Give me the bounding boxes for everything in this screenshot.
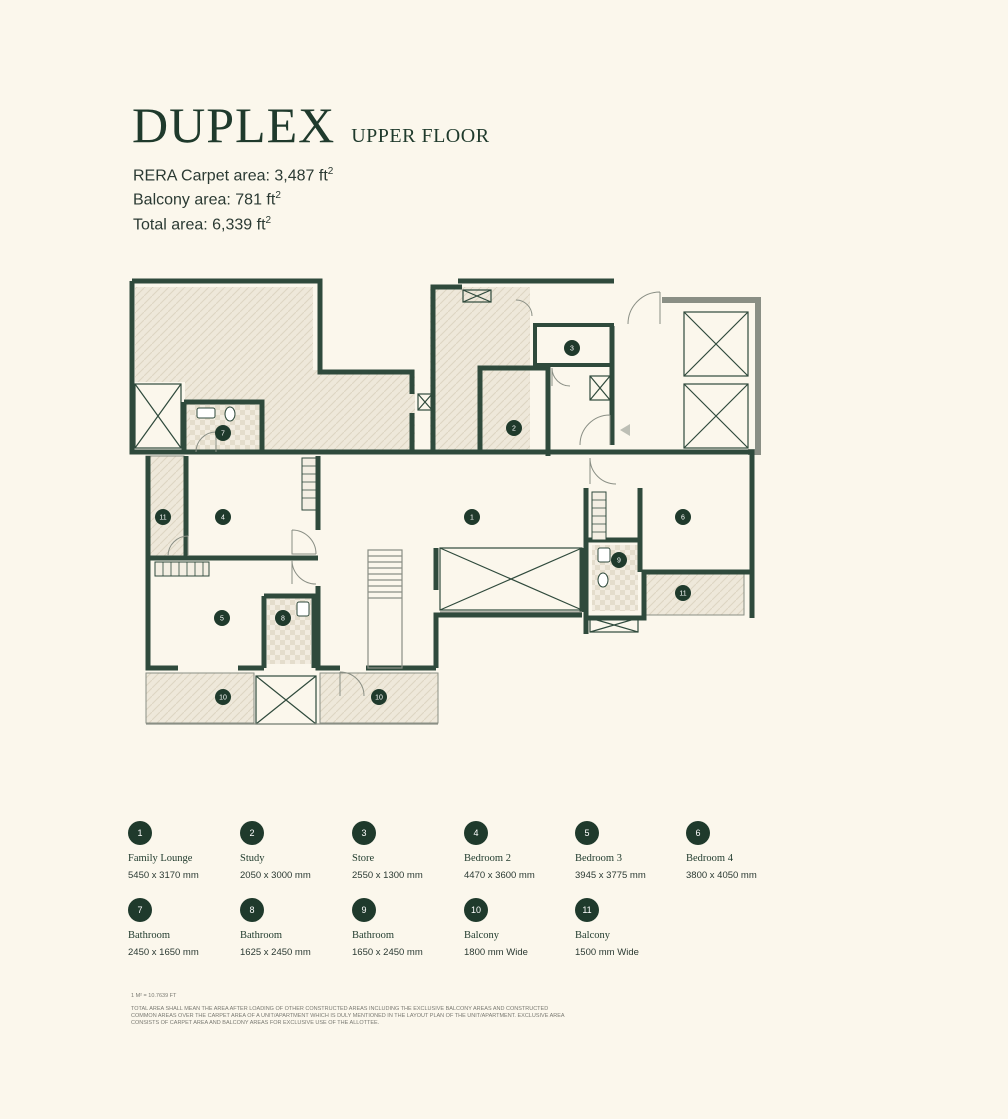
- room-marker-3: 3: [564, 340, 580, 356]
- legend-badge: 2: [240, 821, 264, 845]
- room-marker-1: 1: [464, 509, 480, 525]
- legend-badge: 9: [352, 898, 376, 922]
- legend-badge: 6: [686, 821, 710, 845]
- legend-room-dims: 2450 x 1650 mm: [128, 947, 199, 958]
- unit-conversion: 1 M² = 10.7639 FT: [131, 993, 177, 999]
- footnote: 1 M² = 10.7639 FT Total area shall mean …: [131, 993, 571, 1027]
- area-summary: RERA Carpet area: 3,487 ft2 Balcony area…: [133, 162, 333, 235]
- thin-lines: [146, 549, 582, 725]
- svg-text:6: 6: [681, 515, 685, 522]
- room-marker-4: 4: [215, 509, 231, 525]
- svg-text:11: 11: [679, 591, 686, 598]
- svg-text:10: 10: [375, 695, 383, 702]
- page-subtitle: UPPER FLOOR: [351, 125, 490, 147]
- room-marker-8: 8: [275, 610, 291, 626]
- total-area: Total area: 6,339 ft2: [133, 214, 272, 233]
- shafts: [134, 289, 749, 725]
- legend-badge: 11: [575, 898, 599, 922]
- room-marker-7: 7: [215, 425, 231, 441]
- legend-badge: 4: [464, 821, 488, 845]
- legend-badge: 1: [128, 821, 152, 845]
- legend-badge: 3: [352, 821, 376, 845]
- legend-room-dims: 1500 mm Wide: [575, 947, 639, 958]
- legend-badge: 8: [240, 898, 264, 922]
- room-marker-6: 6: [675, 509, 691, 525]
- svg-text:10: 10: [219, 695, 227, 702]
- room-marker-11: 11: [675, 585, 691, 601]
- balconies: [145, 455, 745, 724]
- page-title: DUPLEX: [132, 97, 336, 153]
- svg-text:7: 7: [221, 431, 225, 438]
- legend-room-name: Bathroom: [128, 930, 170, 941]
- svg-text:8: 8: [281, 616, 285, 623]
- legend-room-name: Bedroom 2: [464, 853, 511, 864]
- balcony-area: Balcony area: 781 ft2: [133, 190, 281, 209]
- legend-room-name: Bedroom 3: [575, 853, 622, 864]
- legend-badge: 5: [575, 821, 599, 845]
- wardrobes: [154, 457, 607, 577]
- legend-room-name: Store: [352, 853, 375, 864]
- legend-room-dims: 1650 x 2450 mm: [352, 947, 423, 958]
- legend-badge: 7: [128, 898, 152, 922]
- legend-room-dims: 1625 x 2450 mm: [240, 947, 311, 958]
- legend-room-name: Bathroom: [352, 930, 394, 941]
- legend-room-name: Balcony: [464, 930, 499, 941]
- svg-text:2: 2: [512, 426, 516, 433]
- room-marker-2: 2: [506, 420, 522, 436]
- svg-text:3: 3: [570, 346, 574, 353]
- legend-room-dims: 3945 x 3775 mm: [575, 870, 646, 881]
- walls: [129, 278, 755, 671]
- legend-room-dims: 2050 x 3000 mm: [240, 870, 311, 881]
- room-marker-9: 9: [611, 552, 627, 568]
- svg-text:11: 11: [159, 515, 166, 522]
- room-marker-10: 10: [215, 689, 231, 705]
- room-markers: 1 2 3 4 5 6 7 8 9 10 10 11 11: [155, 340, 691, 705]
- legend-room-name: Bathroom: [240, 930, 282, 941]
- svg-text:4: 4: [221, 515, 225, 522]
- legend-room-name: Family Lounge: [128, 853, 193, 864]
- title-row: DUPLEX UPPER FLOOR: [132, 100, 490, 150]
- floor-plan: 1 2 3 4 5 6 7 8 9 10 10 11 11: [129, 278, 761, 725]
- room-marker-10: 10: [371, 689, 387, 705]
- legend-room-dims: 2550 x 1300 mm: [352, 870, 423, 881]
- legend-room-name: Study: [240, 853, 265, 864]
- legend-room-dims: 1800 mm Wide: [464, 947, 528, 958]
- svg-text:5: 5: [220, 616, 224, 623]
- room-marker-11: 11: [155, 509, 171, 525]
- legend-room-name: Balcony: [575, 930, 610, 941]
- room-marker-5: 5: [214, 610, 230, 626]
- legend-badge: 10: [464, 898, 488, 922]
- footnote-text: Total area shall mean the area after loa…: [131, 1006, 565, 1026]
- legend-room-name: Bedroom 4: [686, 853, 733, 864]
- carpet-area: RERA Carpet area: 3,487 ft2: [133, 166, 334, 185]
- svg-text:1: 1: [470, 515, 474, 522]
- entry-arrow-icon: [620, 424, 630, 436]
- svg-text:9: 9: [617, 558, 621, 565]
- legend-room-dims: 3800 x 4050 mm: [686, 870, 757, 881]
- legend-room-dims: 4470 x 3600 mm: [464, 870, 535, 881]
- legend-room-dims: 5450 x 3170 mm: [128, 870, 199, 881]
